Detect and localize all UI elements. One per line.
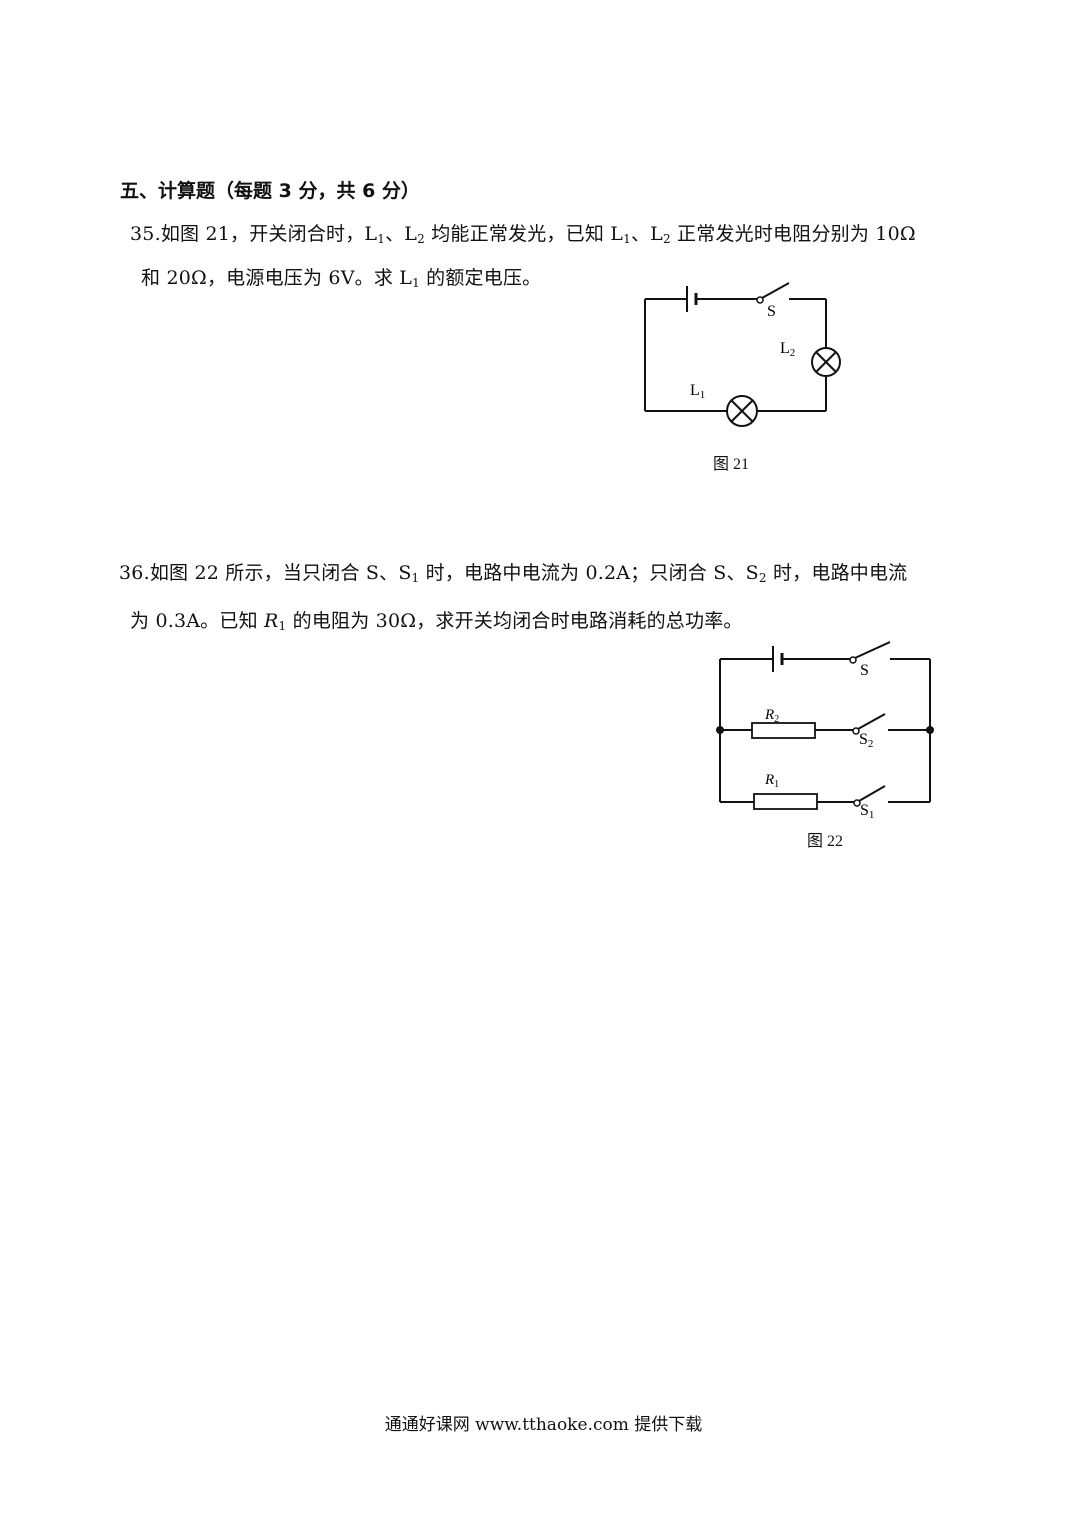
- switch-s-blade: [854, 641, 891, 659]
- lamp-l2-label: L2: [780, 340, 795, 359]
- figure-22-circuit: S R2 S2 R1 S1: [716, 641, 934, 820]
- switch-s1-pivot: [853, 799, 861, 807]
- footer-source: 通通好课网 www.tthaoke.com 提供下载: [384, 1415, 703, 1435]
- junction-right: [926, 726, 934, 734]
- switch-s-pivot: [849, 656, 857, 664]
- resistor-r1-label: R1: [764, 772, 779, 790]
- figure-21-caption: 图 21: [713, 456, 750, 473]
- junction-left: [716, 726, 724, 734]
- q36-line1: 36.如图 22 所示，当只闭合 S、S1 时，电路中电流为 0.2A；只闭合 …: [119, 562, 908, 585]
- resistor-r1: [753, 793, 818, 810]
- switch-s1-label: S1: [860, 802, 874, 820]
- switch-s-label: S: [860, 662, 869, 679]
- section-title: 五、计算题（每题 3 分，共 6 分）: [120, 180, 420, 202]
- switch-s1-blade: [858, 785, 886, 802]
- switch-s2-pivot: [852, 727, 860, 735]
- q35-line1: 35.如图 21，开关闭合时，L1、L2 均能正常发光，已知 L1、L2 正常发…: [130, 223, 916, 246]
- lamp-l1-cross-b: [730, 399, 754, 423]
- switch-s2-label: S2: [859, 731, 873, 750]
- lamp-l2-cross-b: [815, 351, 837, 373]
- q36-line2: 为 0.3A。已知 R1 的电阻为 30Ω，求开关均闭合时电路消耗的总功率。: [130, 610, 743, 633]
- switch-s-label: S: [767, 303, 776, 320]
- q35-line2: 和 20Ω，电源电压为 6V。求 L1 的额定电压。: [141, 267, 542, 290]
- switch-s-blade: [761, 282, 790, 299]
- lamp-l1-label: L1: [690, 382, 705, 401]
- switch-s-pivot: [756, 296, 764, 304]
- lamp-l2-circle: [811, 347, 841, 377]
- switch-s2-blade: [857, 713, 886, 730]
- figure-21-circuit: S L2 L1: [644, 282, 841, 427]
- figure-22-caption: 图 22: [807, 833, 844, 850]
- resistor-r2: [751, 722, 816, 739]
- resistor-r2-label: R2: [764, 707, 779, 725]
